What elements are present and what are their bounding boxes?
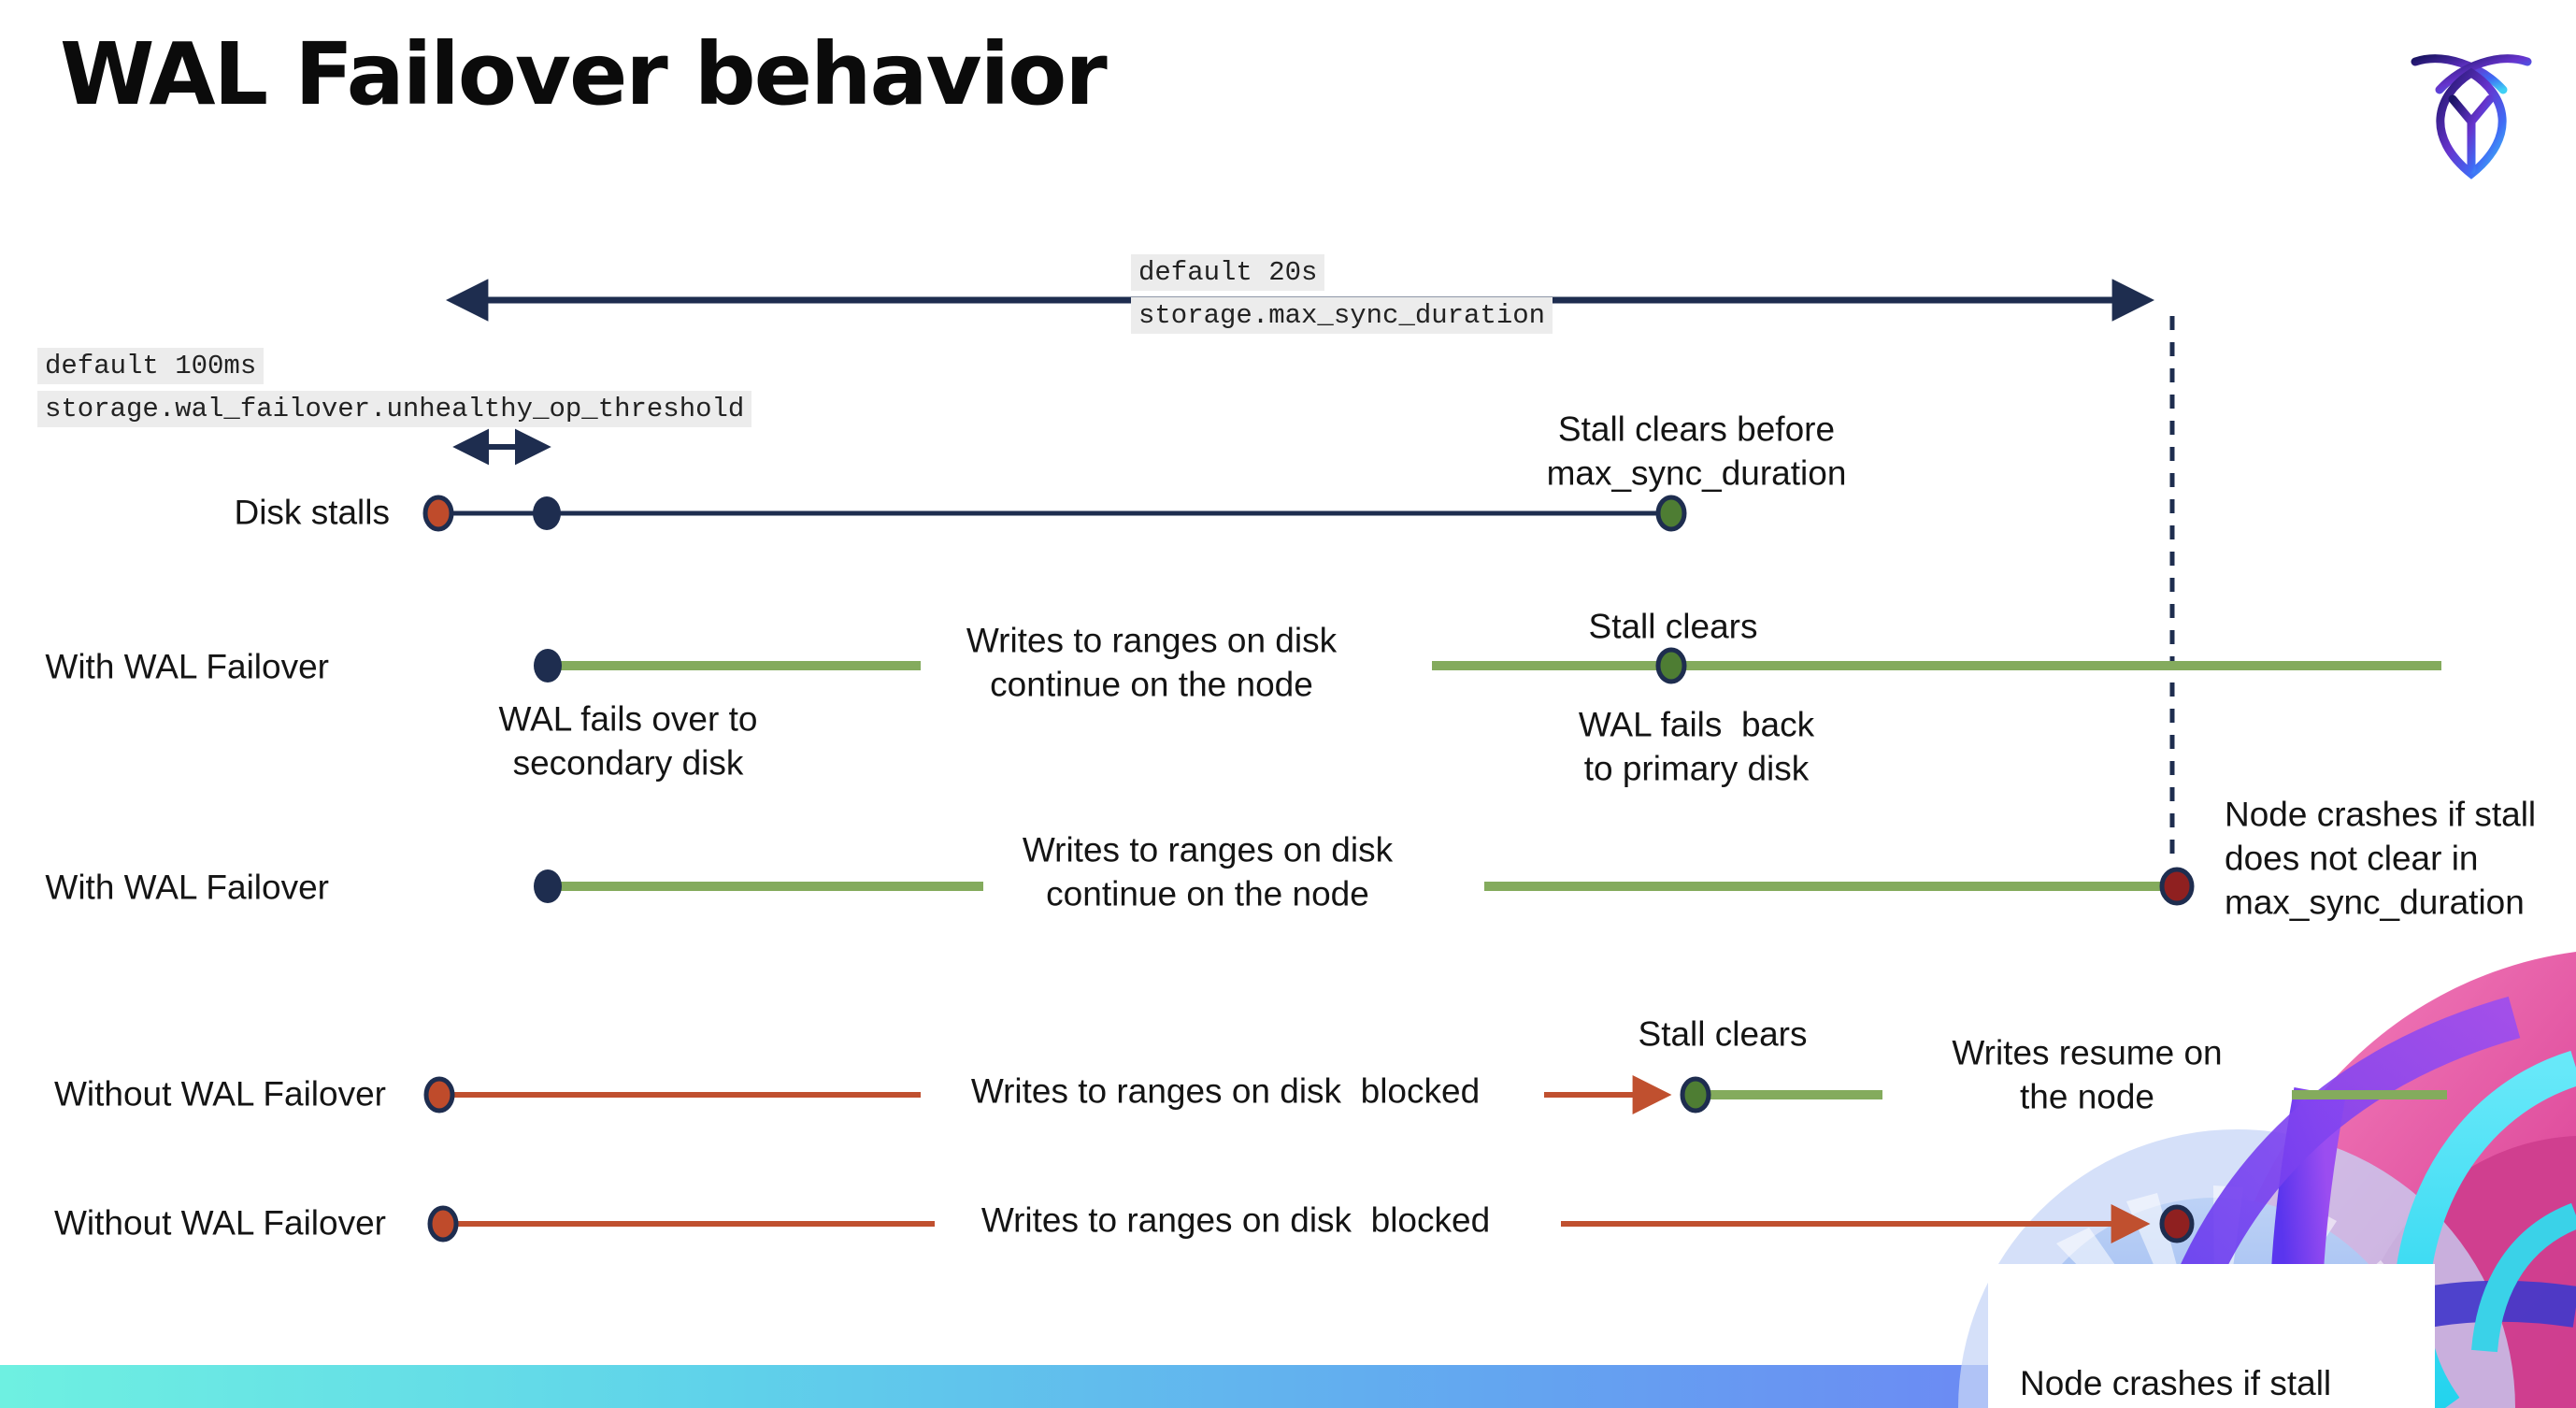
stall-clears-2: Stall clears (1638, 1014, 1808, 1054)
logo-antenna-right (2435, 54, 2532, 94)
disk-stall-clear-dot (1655, 495, 1687, 532)
writes-resume-line2: the node (2019, 1077, 2155, 1116)
disk-stall-start-dot (422, 495, 454, 532)
stall-clears-before-line2: max_sync_duration (1546, 453, 1847, 493)
wal-fails-back-line2: to primary disk (1583, 749, 1810, 788)
writes-blocked-2: Writes to ranges on disk blocked (980, 1200, 1491, 1240)
writes-continue-2-line1: Writes to ranges on disk (1022, 830, 1394, 869)
max-sync-duration-label: default 20s storage.max_sync_duration (1131, 254, 1553, 340)
cockroachdb-logo (2411, 54, 2532, 180)
node-crashes-1-line2: does not clear in (2225, 839, 2479, 878)
writes-continue-1-line1: Writes to ranges on disk (966, 621, 1338, 660)
unhealthy-op-setting-name: storage.wal_failover.unhealthy_op_thresh… (37, 391, 752, 427)
node-crashes-callout: Node crashes if stall does not clear in … (1988, 1264, 2435, 1408)
with-wal-2-crash-dot (2159, 867, 2195, 906)
logo-antenna-left (2411, 54, 2508, 94)
with-wal-1-stall-clear-dot (1655, 647, 1687, 684)
page-title: WAL Failover behavior (60, 24, 1108, 124)
without-wal-1-stall-dot (423, 1076, 455, 1113)
without-wal-2-crash-dot (2159, 1204, 2195, 1243)
unhealthy-op-threshold-label: default 100ms storage.wal_failover.unhea… (37, 348, 752, 434)
node-crashes-1-line1: Node crashes if stall (2225, 795, 2537, 834)
with-wal-1-failover-dot (534, 649, 562, 682)
with-wal-2-failover-dot (534, 869, 562, 903)
wal-fails-over-line1: WAL fails over to (498, 699, 758, 739)
wal-fails-over-line2: secondary disk (512, 743, 744, 783)
max-sync-setting-name: storage.max_sync_duration (1131, 297, 1553, 334)
writes-continue-1-line2: continue on the node (990, 665, 1313, 704)
node-crashes-1-line3: max_sync_duration (2225, 883, 2525, 922)
row-label-with-wal-2: With WAL Failover (45, 868, 329, 907)
logo-stem (2448, 94, 2495, 175)
row-label-without-wal-2: Without WAL Failover (53, 1203, 386, 1243)
art-cyan-arc-small (2471, 1202, 2576, 1353)
node-crashes-2-line1: Node crashes if stall (2020, 1364, 2332, 1402)
without-wal-1-clear-dot (1680, 1076, 1711, 1113)
writes-blocked-1: Writes to ranges on disk blocked (970, 1071, 1481, 1111)
row-label-disk-stalls: Disk stalls (234, 493, 390, 532)
row-label-without-wal-1: Without WAL Failover (53, 1074, 386, 1113)
writes-resume-line1: Writes resume on (1952, 1033, 2223, 1072)
max-sync-default-value: default 20s (1131, 254, 1325, 291)
without-wal-2-stall-dot (427, 1205, 459, 1243)
unhealthy-op-default-value: default 100ms (37, 348, 265, 384)
wal-fails-back-line1: WAL fails back (1578, 705, 1815, 744)
row-label-with-wal-1: With WAL Failover (45, 647, 329, 686)
disk-stall-threshold-dot (533, 496, 561, 530)
stall-clears-1: Stall clears (1588, 607, 1758, 646)
writes-continue-2-line2: continue on the node (1046, 874, 1369, 913)
stall-clears-before-line1: Stall clears before (1557, 409, 1836, 449)
